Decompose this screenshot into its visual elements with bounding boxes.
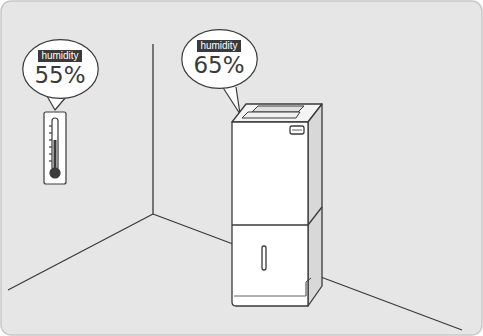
humidity-label: humidity bbox=[197, 40, 240, 52]
humidity-value: 55% bbox=[34, 62, 85, 88]
room-corner bbox=[8, 44, 462, 330]
humidity-value: 65% bbox=[193, 52, 244, 78]
humidity-label: humidity bbox=[38, 50, 81, 62]
dehumidifier bbox=[232, 104, 322, 306]
thermometer bbox=[44, 112, 66, 184]
speech-bubble: humidity65% bbox=[181, 29, 258, 89]
speech-bubble: humidity55% bbox=[22, 39, 99, 99]
bubble-tail bbox=[222, 86, 240, 114]
